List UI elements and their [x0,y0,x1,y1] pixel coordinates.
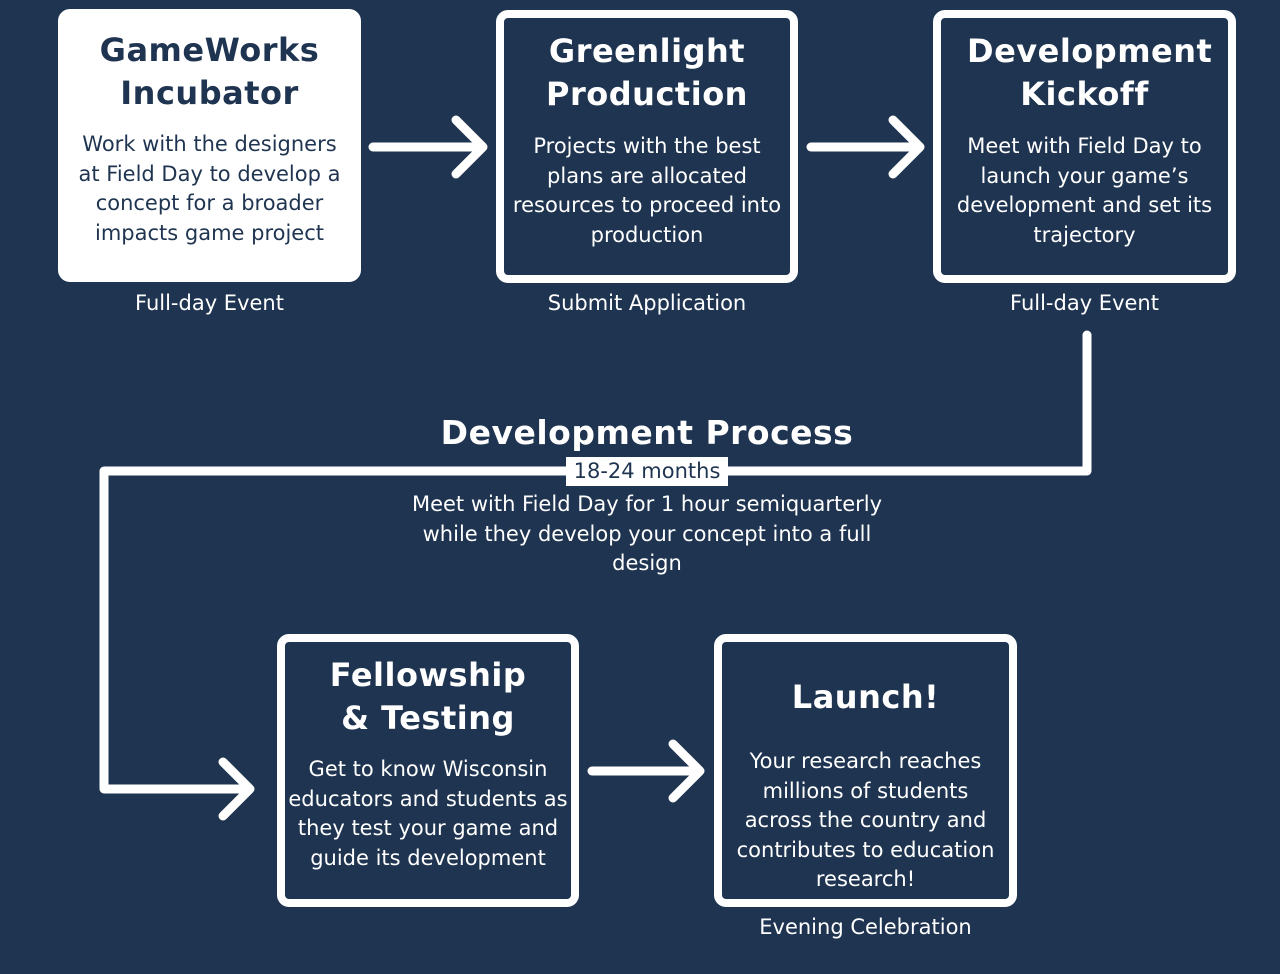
stage-title: GameWorks Incubator [99,31,320,112]
stage-title: Greenlight Production [546,32,748,113]
stage-caption: Evening Celebration [759,915,972,939]
stage-description: Work with the designers at Field Day to … [78,132,341,245]
arrow-greenlight-to-kickoff [806,115,925,179]
process-description: Meet with Field Day for 1 hour semiquart… [411,492,883,575]
stage-greenlight-production: Greenlight Production Projects with the … [496,10,798,283]
stage-description: Get to know Wisconsin educators and stud… [288,757,568,870]
stage-description: Your research reaches millions of studen… [736,749,995,891]
stage-gameworks-incubator: GameWorks Incubator Work with the design… [58,9,361,282]
stage-description: Meet with Field Day to launch your game’… [956,134,1213,247]
stage-launch: Launch! Your research reaches millions o… [714,634,1017,907]
stage-caption: Full-day Event [135,291,284,315]
stage-title: Development Kickoff [967,32,1213,113]
stage-title: Launch! [791,678,940,716]
duration-badge: 18-24 months [566,457,728,486]
stage-caption: Full-day Event [1010,291,1159,315]
stage-description: Projects with the best plans are allocat… [512,134,782,247]
stage-caption: Submit Application [547,291,747,315]
arrow-kickoff-to-fellowship [99,330,1092,821]
process-title: Development Process [440,413,854,452]
stage-development-kickoff: Development Kickoff Meet with Field Day … [933,10,1236,283]
arrow-fellowship-to-launch [587,739,705,803]
stage-fellowship-testing: Fellowship & Testing Get to know Wiscons… [277,634,579,907]
arrow-incubator-to-greenlight [368,115,488,179]
stage-title: Fellowship & Testing [329,656,527,737]
